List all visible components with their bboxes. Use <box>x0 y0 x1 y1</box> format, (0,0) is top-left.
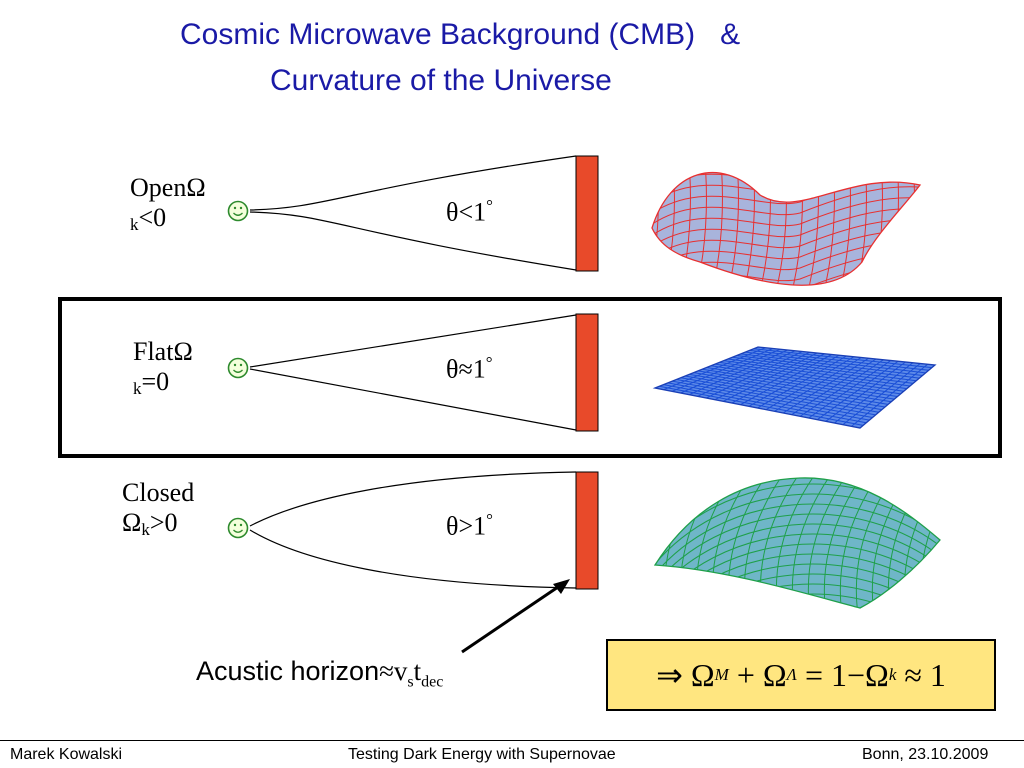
footer-divider <box>0 740 1024 741</box>
flat-row-highlight-box <box>58 297 1002 458</box>
mesh-line <box>655 503 940 581</box>
mesh-line <box>805 172 819 286</box>
curvature-name: Open <box>130 173 187 202</box>
open-universe-label: OpenΩ k<0 <box>130 173 206 234</box>
mesh-line <box>640 286 930 332</box>
smiley-face-icon <box>227 200 249 222</box>
smiley-face-icon <box>227 357 249 379</box>
light-path-lower <box>249 368 577 431</box>
curvature-name: Flat <box>133 337 174 366</box>
mesh-line <box>917 172 920 286</box>
light-path-upper <box>249 314 577 368</box>
mesh-line <box>935 477 940 608</box>
saddle-surface <box>630 150 930 332</box>
acoustic-horizon-label: Acustic horizon≈vstdec <box>196 656 444 691</box>
closed-angle-label: θ>1° <box>446 510 493 541</box>
mesh-line <box>655 513 940 591</box>
flat-row-graphic <box>227 313 937 432</box>
mesh-line <box>919 477 940 608</box>
mesh-line <box>834 362 914 424</box>
mesh-line <box>885 172 899 286</box>
mesh-line <box>749 349 929 371</box>
light-path-lower <box>249 529 577 589</box>
open-angle-label: θ<1° <box>446 196 493 227</box>
acoustic-horizon-arrow <box>461 579 570 654</box>
mesh-line <box>842 363 921 426</box>
mesh-line <box>652 197 920 245</box>
mesh-line <box>851 363 928 427</box>
open-row-graphic <box>227 150 930 332</box>
mesh-line <box>655 493 940 571</box>
light-path-upper <box>249 155 577 211</box>
title-line-1: Cosmic Microwave Background (CMB) & <box>180 18 741 51</box>
mesh-line <box>753 348 932 369</box>
mesh-line <box>789 172 803 286</box>
curvature-diagram <box>227 150 941 654</box>
flat-angle-label: θ≈1° <box>446 353 493 384</box>
last-scattering-surface <box>575 471 599 590</box>
mesh-line <box>630 150 642 300</box>
mesh-line <box>825 361 906 422</box>
last-scattering-surface <box>575 313 599 432</box>
mesh-line <box>901 172 915 286</box>
light-path-upper <box>249 471 577 527</box>
mesh-line <box>745 351 926 374</box>
flat-surface <box>652 346 937 429</box>
mesh-line <box>652 172 659 286</box>
mesh-line <box>652 208 920 256</box>
mesh-line <box>652 186 920 234</box>
footer-talk-title: Testing Dark Energy with Supernovae <box>348 746 616 763</box>
footer-author: Marek Kowalski <box>10 746 123 763</box>
light-path-lower <box>249 211 577 271</box>
smiley-face-icon <box>227 517 249 539</box>
flat-universe-label: FlatΩ k=0 <box>133 337 193 398</box>
curvature-name: Closed <box>122 478 195 507</box>
title-line-2: Curvature of the Universe <box>270 64 612 97</box>
last-scattering-surface <box>575 155 599 272</box>
closed-universe-label: Closed Ωk>0 <box>122 478 195 539</box>
footer-place-date: Bonn, 23.10.2009 <box>862 746 989 763</box>
